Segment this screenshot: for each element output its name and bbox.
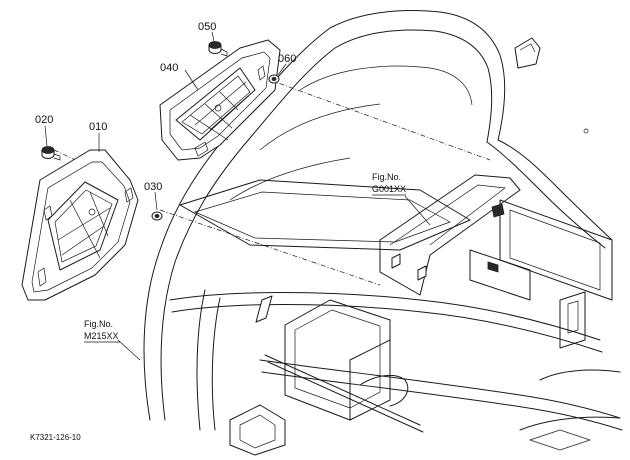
cover-040[interactable]: [159, 39, 281, 161]
label-030: 030: [144, 181, 162, 193]
label-020: 020: [35, 114, 53, 126]
label-060: 060: [278, 53, 296, 65]
washer-060[interactable]: [268, 74, 280, 84]
label-040: 040: [160, 62, 178, 74]
label-050: 050: [198, 21, 216, 33]
knob-050[interactable]: [208, 41, 228, 57]
figure-ref-m215[interactable]: Fig.No. M215XX: [84, 319, 120, 343]
drawing-code: K7321-126-10: [30, 433, 81, 442]
figure-ref-m215-line2: M215XX: [84, 331, 119, 341]
figure-ref-g001[interactable]: Fig.No. G001XX: [372, 172, 406, 196]
figure-ref-m215-line1: Fig.No.: [84, 319, 113, 329]
figure-ref-g001-line2: G001XX: [372, 184, 406, 194]
washer-030[interactable]: [151, 211, 163, 221]
figure-ref-g001-line1: Fig.No.: [372, 172, 401, 182]
leader-lines: [44, 31, 431, 361]
frame-structure: [143, 10, 623, 456]
knob-020[interactable]: [41, 146, 61, 161]
cover-010[interactable]: [21, 149, 139, 301]
label-010: 010: [89, 121, 107, 133]
